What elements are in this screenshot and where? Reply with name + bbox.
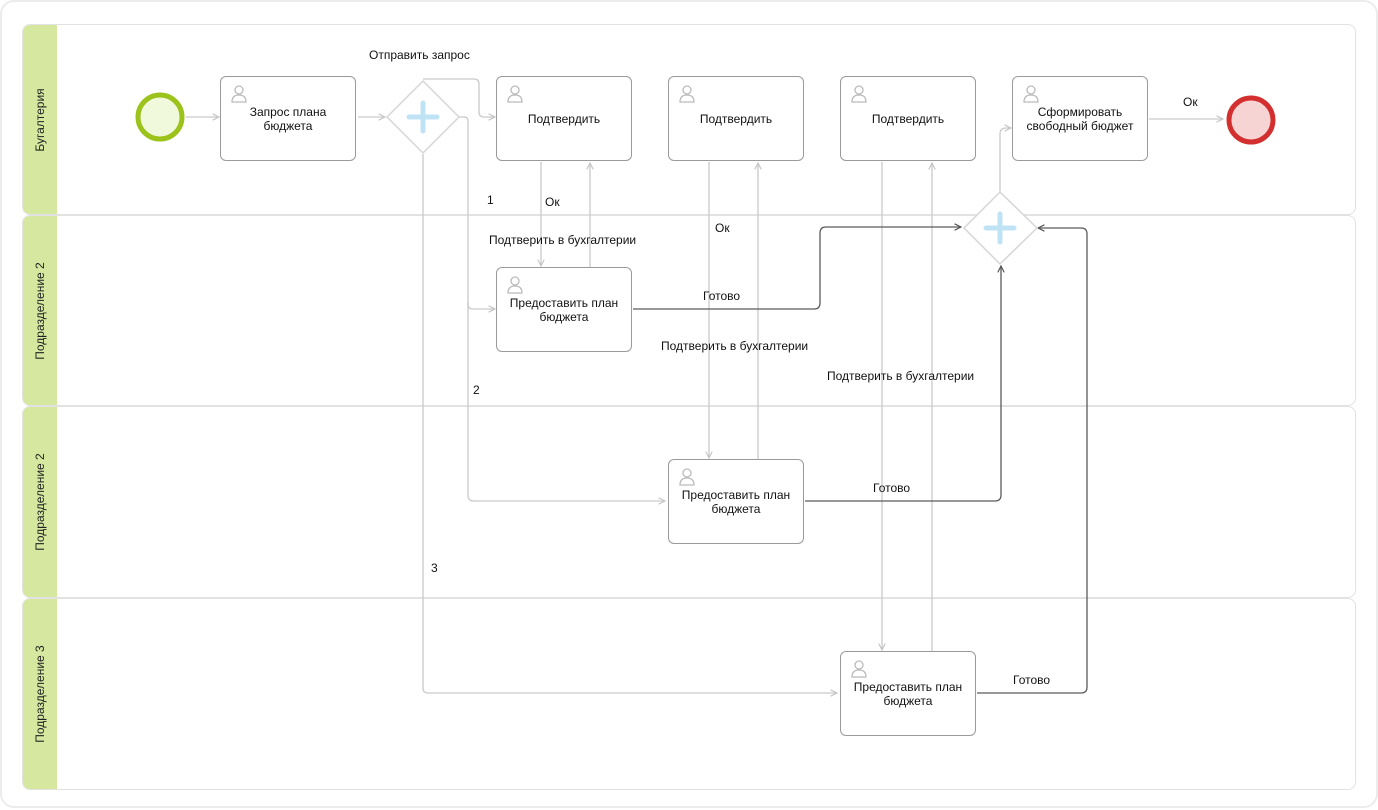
- user-icon: [851, 660, 867, 678]
- flow-label-branch-2: 2: [473, 383, 480, 397]
- user-icon: [507, 276, 523, 294]
- task-request-plan[interactable]: Запрос плана бюджета: [220, 76, 356, 161]
- flow-label-done-3: Готово: [1013, 673, 1051, 687]
- end-event: [1226, 95, 1276, 145]
- task-confirm-1[interactable]: Подтвердить: [496, 76, 632, 161]
- flow-send-request: [423, 78, 495, 117]
- flow-done-1: [633, 227, 961, 310]
- flow-label-branch-1: 1: [487, 193, 494, 207]
- flow-branch-1: [458, 116, 495, 309]
- plus-icon: [406, 100, 440, 134]
- task-label: Предоставить план бюджета: [681, 487, 791, 516]
- lane-department-2a: Подразделение 2: [22, 215, 1356, 406]
- task-label: Подтвердить: [527, 111, 601, 126]
- parallel-gateway-join: [962, 190, 1039, 266]
- flow-label-confirm-accounting-1: Подтверить в бухгалтерии: [489, 233, 637, 247]
- task-confirm-2[interactable]: Подтвердить: [668, 76, 804, 161]
- lane-header: Бугалтерия: [23, 25, 57, 214]
- task-label: Запрос плана бюджета: [249, 104, 327, 133]
- task-label: Предоставить план бюджета: [509, 295, 619, 324]
- flow-done-3: [977, 228, 1088, 694]
- lane-header: Подразделение 2: [23, 216, 57, 405]
- flow-label-ok-1: Ок: [545, 195, 560, 209]
- parallel-gateway-split: [385, 79, 461, 155]
- flow-label-done-2: Готово: [873, 481, 911, 495]
- user-icon: [507, 85, 523, 103]
- task-label: Подтвердить: [871, 111, 945, 126]
- task-label: Подтвердить: [699, 111, 773, 126]
- user-icon: [679, 468, 695, 486]
- lane-header: Подразделение 3: [23, 599, 57, 789]
- start-event: [135, 92, 185, 142]
- lane-department-3: Подразделение 3: [22, 598, 1356, 790]
- task-label: Сформировать свободный бюджет: [1026, 104, 1134, 133]
- flow-label-branch-3: 3: [431, 561, 438, 575]
- user-icon: [851, 85, 867, 103]
- lane-header: Подразделение 2: [23, 407, 57, 597]
- task-provide-plan-2[interactable]: Предоставить план бюджета: [668, 459, 804, 544]
- task-provide-plan-3[interactable]: Предоставить план бюджета: [840, 651, 976, 736]
- task-provide-plan-1[interactable]: Предоставить план бюджета: [496, 267, 632, 352]
- flow-label-confirm-accounting-3: Подтверить в бухгалтерии: [827, 369, 975, 383]
- task-label: Предоставить план бюджета: [853, 679, 963, 708]
- flow-join-to-form: [999, 128, 1011, 191]
- flow-done-2: [805, 266, 1001, 502]
- flow-branch-3: [422, 154, 837, 693]
- task-confirm-3[interactable]: Подтвердить: [840, 76, 976, 161]
- flow-label-done-1: Готово: [703, 289, 741, 303]
- flow-label-ok-end: Ок: [1183, 95, 1198, 109]
- user-icon: [231, 85, 247, 103]
- task-form-budget[interactable]: Сформировать свободный бюджет: [1012, 76, 1148, 161]
- flow-label-send-request: Отправить запрос: [369, 48, 470, 62]
- flow-branch-2: [467, 302, 665, 501]
- user-icon: [679, 85, 695, 103]
- plus-icon: [983, 211, 1017, 245]
- flow-label-ok-2: Ок: [715, 221, 730, 235]
- flow-label-confirm-accounting-2: Подтверить в бухгалтерии: [661, 339, 809, 353]
- user-icon: [1023, 85, 1039, 103]
